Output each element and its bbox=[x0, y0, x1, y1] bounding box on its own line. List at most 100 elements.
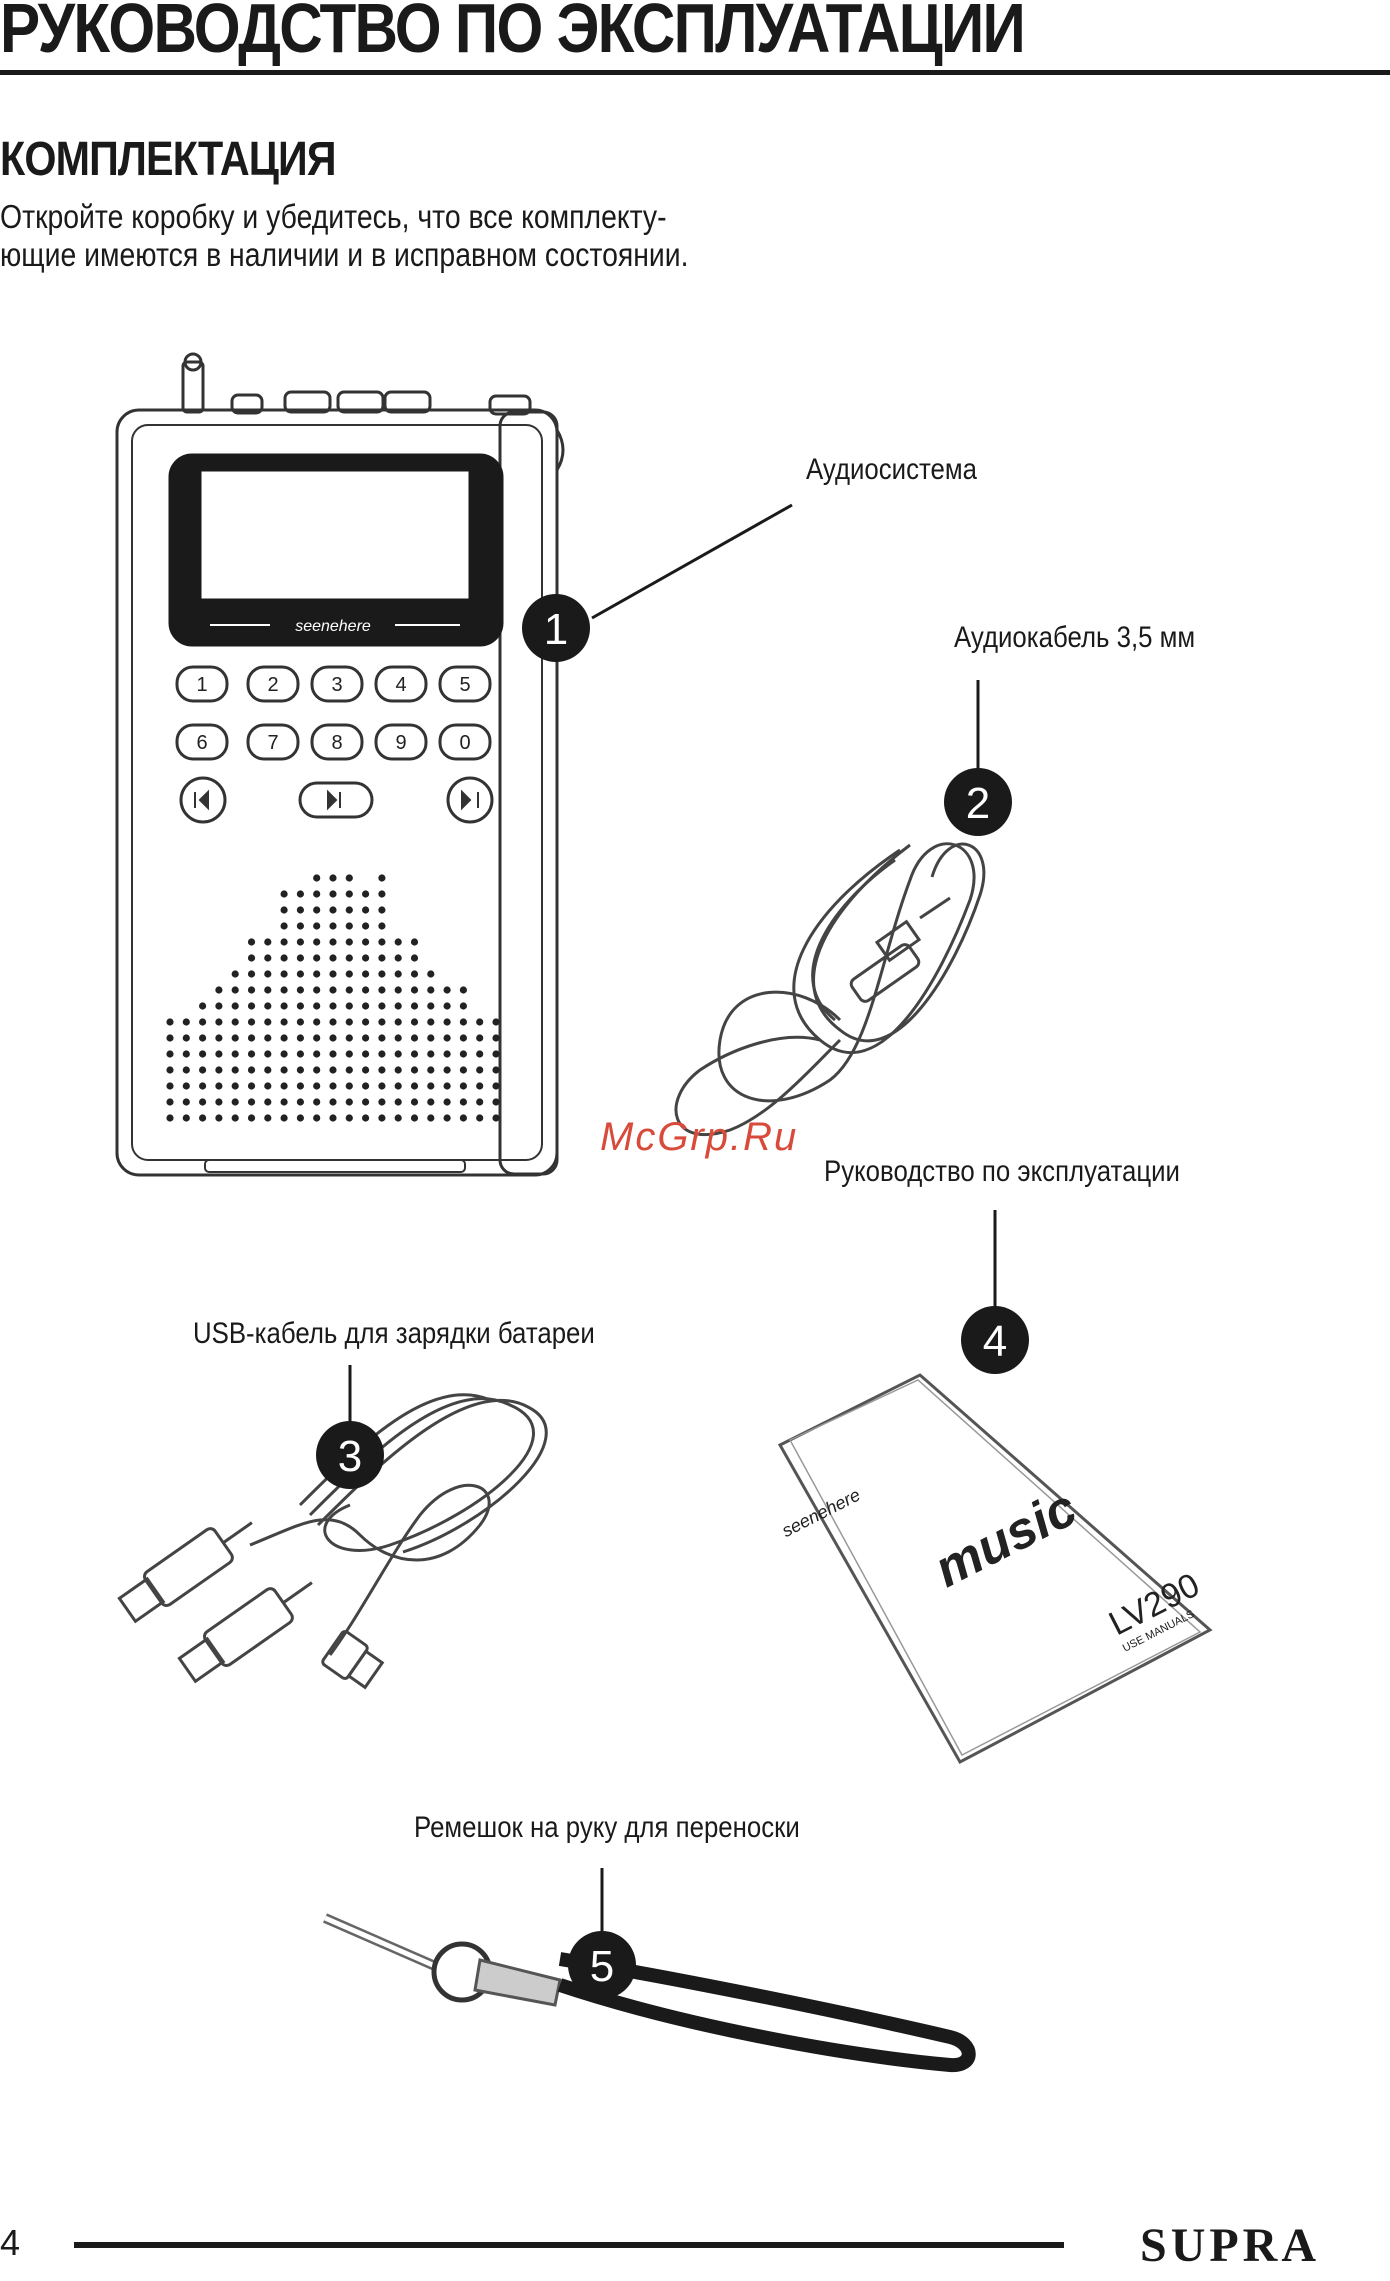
grille-dot bbox=[492, 1018, 500, 1026]
grille-dot bbox=[296, 938, 304, 946]
device-logo: seenehere bbox=[295, 618, 371, 635]
grille-dot bbox=[166, 1050, 174, 1058]
key-1: 1 bbox=[196, 674, 207, 696]
grille-dot bbox=[247, 954, 256, 962]
grille-dot bbox=[427, 1082, 435, 1090]
grille-dot bbox=[199, 1082, 207, 1090]
grille-dot bbox=[378, 922, 386, 930]
grille-dot bbox=[247, 938, 256, 946]
badge-4: 4 bbox=[983, 1317, 1007, 1366]
grille-dot bbox=[313, 954, 321, 962]
page-number: 4 bbox=[0, 2222, 21, 2263]
grille-dot bbox=[182, 1066, 190, 1074]
grille-dot bbox=[427, 1098, 435, 1106]
grille-dot bbox=[427, 970, 435, 978]
grille-dot bbox=[264, 938, 272, 946]
grille-dot bbox=[362, 1098, 370, 1106]
grille-dot bbox=[362, 922, 370, 930]
grille-dot bbox=[247, 1098, 256, 1106]
grille-dot bbox=[313, 1002, 321, 1010]
grille-dot bbox=[378, 906, 386, 914]
grille-dot bbox=[280, 954, 288, 962]
grille-dot bbox=[329, 986, 337, 994]
grille-dot bbox=[329, 1114, 337, 1122]
intro-line-1: Откройте коробку и убедитесь, что все ко… bbox=[0, 198, 667, 235]
grille-dot bbox=[459, 1082, 467, 1090]
grille-dot bbox=[410, 1050, 419, 1058]
grille-dot bbox=[459, 1098, 467, 1106]
grille-dot bbox=[378, 1002, 386, 1010]
grille-dot bbox=[296, 1082, 304, 1090]
grille-dot bbox=[215, 1018, 223, 1026]
grille-dot bbox=[182, 1114, 190, 1122]
grille-dot bbox=[394, 954, 402, 962]
grille-dot bbox=[247, 1034, 256, 1042]
grille-dot bbox=[362, 954, 370, 962]
grille-dot bbox=[215, 1098, 223, 1106]
grille-dot bbox=[459, 1114, 467, 1122]
grille-dot bbox=[459, 986, 467, 994]
grille-dot bbox=[443, 1050, 451, 1058]
grille-dot bbox=[410, 1114, 419, 1122]
grille-dot bbox=[199, 1018, 207, 1026]
grille-dot bbox=[394, 1082, 402, 1090]
badge-2: 2 bbox=[966, 779, 990, 828]
grille-dot bbox=[492, 1098, 500, 1106]
key-5: 5 bbox=[459, 674, 470, 696]
grille-dot bbox=[410, 1082, 419, 1090]
grille-dot bbox=[459, 1034, 467, 1042]
grille-dot bbox=[313, 1018, 321, 1026]
grille-dot bbox=[378, 938, 386, 946]
grille-dot bbox=[296, 1066, 304, 1074]
grille-dot bbox=[296, 906, 304, 914]
grille-dot bbox=[394, 1098, 402, 1106]
grille-dot bbox=[199, 1034, 207, 1042]
grille-dot bbox=[345, 1002, 353, 1010]
badge-4-circle bbox=[961, 1306, 1029, 1374]
grille-dot bbox=[410, 1018, 419, 1026]
grille-dot bbox=[313, 906, 321, 914]
badge-3: 3 bbox=[338, 1432, 362, 1481]
grille-dot bbox=[476, 1098, 484, 1106]
grille-dot bbox=[427, 1002, 435, 1010]
grille-dot bbox=[313, 1082, 321, 1090]
grille-dot bbox=[394, 1002, 402, 1010]
header-rule bbox=[0, 70, 1390, 75]
grille-dot bbox=[231, 1018, 239, 1026]
grille-dot bbox=[329, 1098, 337, 1106]
grille-dot bbox=[247, 1066, 256, 1074]
grille-dot bbox=[296, 1018, 304, 1026]
grille-dot bbox=[215, 1066, 223, 1074]
item-2-label: Аудиокабель 3,5 мм bbox=[954, 621, 1196, 654]
grille-dot bbox=[280, 1034, 288, 1042]
grille-dot bbox=[459, 1066, 467, 1074]
grille-dot bbox=[199, 1066, 207, 1074]
grille-dot bbox=[247, 1018, 256, 1026]
grille-dot bbox=[296, 954, 304, 962]
grille-dot bbox=[313, 1050, 321, 1058]
grille-dot bbox=[362, 1050, 370, 1058]
badge-5: 5 bbox=[590, 1942, 614, 1991]
grille-dot bbox=[264, 1034, 272, 1042]
grille-dot bbox=[443, 986, 451, 994]
grille-dot bbox=[492, 1066, 500, 1074]
grille-dot bbox=[345, 954, 353, 962]
grille-dot bbox=[247, 986, 256, 994]
grille-dot bbox=[345, 1066, 353, 1074]
grille-dot bbox=[345, 890, 353, 898]
grille-dot bbox=[166, 1098, 174, 1106]
grille-dot bbox=[476, 1082, 484, 1090]
grille-dot bbox=[182, 1018, 190, 1026]
badge-3-circle bbox=[316, 1421, 384, 1489]
grille-dot bbox=[345, 1050, 353, 1058]
item-3-label: USB-кабель для зарядки батареи bbox=[193, 1317, 595, 1350]
key-9: 9 bbox=[395, 732, 406, 754]
grille-dot bbox=[280, 938, 288, 946]
grille-dot bbox=[280, 922, 288, 930]
grille-dot bbox=[443, 1098, 451, 1106]
usb-cable-illustration bbox=[117, 1393, 548, 1690]
grille-dot bbox=[264, 1066, 272, 1074]
grille-dot bbox=[199, 1114, 207, 1122]
grille-dot bbox=[329, 938, 337, 946]
audio-cable-illustration bbox=[674, 842, 986, 1137]
